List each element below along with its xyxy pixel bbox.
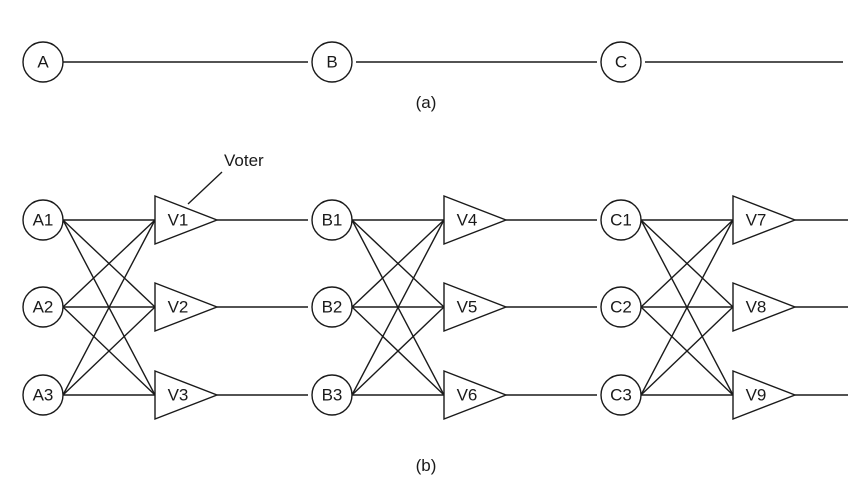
voter-v2-label: V2 — [168, 298, 189, 317]
module-a3-label: A3 — [33, 386, 54, 405]
voter-v8-label: V8 — [746, 298, 767, 317]
wire-b3-v4 — [351, 219, 445, 396]
caption-b: (b) — [416, 456, 437, 475]
voter-v5: V5 — [443, 281, 508, 333]
wire-b3-v5 — [351, 306, 445, 396]
voter-v7: V7 — [732, 194, 797, 246]
module-a-label: A — [37, 53, 49, 72]
wire-b2-v4 — [351, 219, 445, 308]
module-c1-label: C1 — [610, 211, 632, 230]
voter-v3: V3 — [154, 369, 219, 421]
module-b2-label: B2 — [322, 298, 343, 317]
module-b1-label: B1 — [322, 211, 343, 230]
part-a-chain: A B C (a) — [22, 41, 843, 112]
voter-v1: V1 — [154, 194, 219, 246]
module-c: C — [600, 41, 642, 83]
module-a1: A1 — [22, 199, 64, 241]
module-a1-label: A1 — [33, 211, 54, 230]
wire-a2-v1 — [62, 219, 156, 308]
voter-v6-label: V6 — [457, 386, 478, 405]
voter-v9: V9 — [732, 369, 797, 421]
module-c2: C2 — [600, 286, 642, 328]
module-c-label: C — [615, 53, 627, 72]
wire-a3-v1 — [62, 219, 156, 396]
voter-v1-label: V1 — [168, 211, 189, 230]
module-b-label: B — [326, 53, 337, 72]
wire-c3-v8 — [640, 306, 734, 396]
voter-v2: V2 — [154, 281, 219, 333]
module-a2: A2 — [22, 286, 64, 328]
module-b3-label: B3 — [322, 386, 343, 405]
voter-v9-label: V9 — [746, 386, 767, 405]
wire-c3-v7 — [640, 219, 734, 396]
module-b2: B2 — [311, 286, 353, 328]
wire-a3-v2 — [62, 306, 156, 396]
module-a2-label: A2 — [33, 298, 54, 317]
voter-v4: V4 — [443, 194, 508, 246]
module-b3: B3 — [311, 374, 353, 416]
voter-v6: V6 — [443, 369, 508, 421]
voter-v4-label: V4 — [457, 211, 478, 230]
module-b: B — [311, 41, 353, 83]
module-a: A — [22, 41, 64, 83]
module-a3: A3 — [22, 374, 64, 416]
voter-v7-label: V7 — [746, 211, 767, 230]
voter-v5-label: V5 — [457, 298, 478, 317]
module-c3-label: C3 — [610, 386, 632, 405]
voter-annotation: Voter — [224, 151, 264, 170]
module-c1: C1 — [600, 199, 642, 241]
voter-v3-label: V3 — [168, 386, 189, 405]
tmr-wires — [62, 219, 848, 396]
voter-annotation-leader — [187, 171, 223, 205]
module-c3: C3 — [600, 374, 642, 416]
voter-v8: V8 — [732, 281, 797, 333]
module-c2-label: C2 — [610, 298, 632, 317]
module-b1: B1 — [311, 199, 353, 241]
caption-a: (a) — [416, 93, 437, 112]
wire-c2-v7 — [640, 219, 734, 308]
